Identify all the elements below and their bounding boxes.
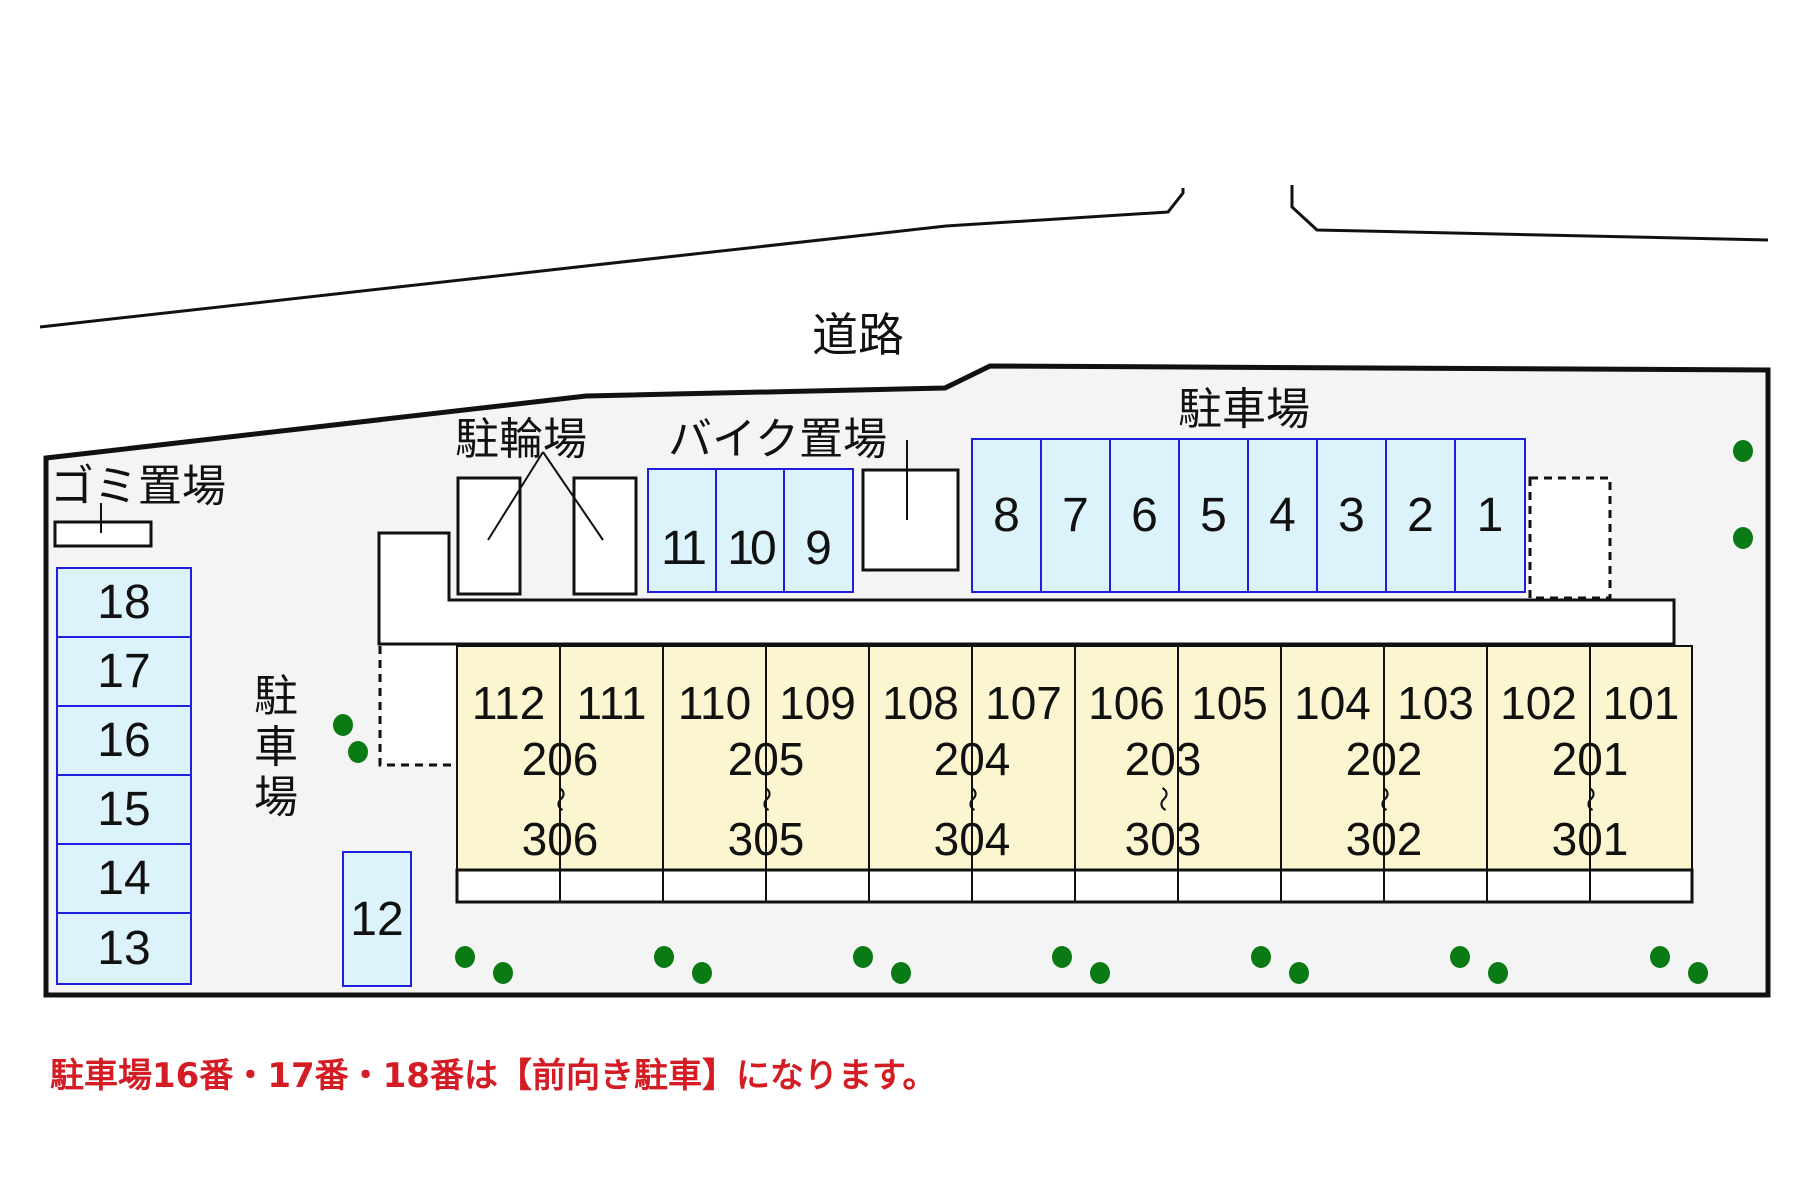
unit-111[interactable]: 111: [576, 677, 647, 729]
garbage-station: [53, 520, 153, 548]
range-mark: 〜: [1369, 785, 1399, 812]
unit-201: 201: [1551, 733, 1629, 785]
parking-spot-16[interactable]: 16: [56, 705, 192, 776]
garbage-label: ゴミ置場: [50, 461, 226, 512]
upper-stack-205-305[interactable]: 205 〜 305: [696, 736, 836, 862]
dashed-lot-left: [378, 646, 455, 767]
parking-note: 駐車場16番・17番・18番は【前向き駐車】になります。: [50, 1056, 937, 1096]
road-label: 道路: [812, 308, 904, 362]
dashed-lot-right: [1528, 476, 1612, 600]
parking-spot-5[interactable]: 5: [1178, 438, 1249, 593]
tree-icon: [654, 946, 674, 968]
parking-spot-6[interactable]: 6: [1109, 438, 1180, 593]
parking-label-left-char-3: 場: [254, 772, 298, 824]
upper-stack-206-306[interactable]: 206 〜 306: [490, 736, 630, 862]
unit-105[interactable]: 105: [1191, 677, 1268, 729]
parking-spot-1[interactable]: 1: [1454, 438, 1526, 593]
tree-icon: [1733, 527, 1753, 549]
tree-icon: [1733, 440, 1753, 462]
tree-icon: [1450, 946, 1470, 968]
parking-spot-10[interactable]: 10: [715, 468, 785, 593]
tree-icon: [455, 946, 475, 968]
tree-icon: [692, 962, 712, 984]
bike-parking-box: [861, 468, 960, 572]
unit-205: 205: [727, 733, 805, 785]
unit-109[interactable]: 109: [779, 677, 856, 729]
range-mark: 〜: [1575, 785, 1605, 812]
range-mark: 〜: [751, 785, 781, 812]
tree-icon: [348, 741, 368, 763]
tree-icon: [1289, 962, 1309, 984]
unit-203: 203: [1124, 733, 1202, 785]
parking-spot-17[interactable]: 17: [56, 636, 192, 707]
unit-106[interactable]: 106: [1088, 677, 1165, 729]
range-mark: 〜: [545, 785, 575, 812]
bicycle-rack-1: [456, 476, 522, 596]
parking-spot-14[interactable]: 14: [56, 843, 192, 914]
unit-104[interactable]: 104: [1294, 677, 1371, 729]
unit-101[interactable]: 101: [1602, 677, 1680, 729]
unit-204: 204: [933, 733, 1011, 785]
parking-label-left-char-2: 車: [254, 721, 298, 773]
bicycle-rack-2: [572, 476, 638, 596]
unit-304: 304: [933, 813, 1011, 865]
unit-103[interactable]: 103: [1397, 677, 1474, 729]
unit-112[interactable]: 112: [471, 677, 546, 729]
parking-label-left-char-1: 駐: [254, 671, 298, 722]
parking-spot-11[interactable]: 11: [647, 468, 717, 593]
road-edge-upper-right: [1290, 185, 1769, 242]
road-edge-upper-left: [39, 188, 1185, 329]
bicycle-parking-label: 駐輪場: [455, 414, 587, 465]
corridor: [377, 531, 1676, 646]
unit-303: 303: [1124, 813, 1202, 865]
tree-icon: [891, 962, 911, 984]
range-mark: 〜: [1148, 785, 1178, 812]
parking-spot-12[interactable]: 12: [342, 851, 412, 987]
tree-icon: [1650, 946, 1670, 968]
parking-spot-7[interactable]: 7: [1040, 438, 1111, 593]
parking-label-left: 駐 車 場: [254, 671, 304, 824]
unit-202: 202: [1345, 733, 1423, 785]
parking-label-top: 駐車場: [1178, 384, 1310, 435]
bike-parking-label: バイク置場: [668, 414, 888, 465]
tree-icon: [1251, 946, 1271, 968]
tree-icon: [333, 714, 353, 736]
tree-icon: [1688, 962, 1708, 984]
parking-spot-8[interactable]: 8: [971, 438, 1042, 593]
tree-icon: [853, 946, 873, 968]
bicycle-leader-line-1: [487, 451, 544, 541]
upper-stack-201-301[interactable]: 201 〜 301: [1520, 736, 1660, 862]
tree-icon: [1052, 946, 1072, 968]
parking-spot-2[interactable]: 2: [1385, 438, 1456, 593]
upper-stack-202-302[interactable]: 202 〜 302: [1314, 736, 1454, 862]
parking-spot-9[interactable]: 9: [783, 468, 854, 593]
range-mark: 〜: [957, 785, 987, 812]
parking-spot-13[interactable]: 13: [56, 912, 192, 985]
tree-icon: [1488, 962, 1508, 984]
unit-305: 305: [727, 813, 805, 865]
bicycle-leader-line-2: [542, 451, 604, 541]
unit-206: 206: [521, 733, 599, 785]
unit-301: 301: [1551, 813, 1629, 865]
unit-302: 302: [1345, 813, 1423, 865]
unit-108[interactable]: 108: [882, 677, 959, 729]
dashed-lot-left-fill: [382, 646, 455, 763]
parking-spot-4[interactable]: 4: [1247, 438, 1318, 593]
upper-stack-203-303[interactable]: 203 〜 303: [1093, 736, 1233, 862]
unit-107[interactable]: 107: [985, 677, 1062, 729]
tree-icon: [493, 962, 513, 984]
unit-102[interactable]: 102: [1500, 677, 1577, 729]
upper-stack-204-304[interactable]: 204 〜 304: [902, 736, 1042, 862]
parking-spot-18[interactable]: 18: [56, 567, 192, 638]
building-unit-dividers: [559, 646, 1591, 902]
parking-spot-15[interactable]: 15: [56, 774, 192, 845]
unit-306: 306: [521, 813, 599, 865]
unit-110[interactable]: 110: [677, 677, 752, 729]
parking-spot-3[interactable]: 3: [1316, 438, 1387, 593]
tree-icon: [1090, 962, 1110, 984]
